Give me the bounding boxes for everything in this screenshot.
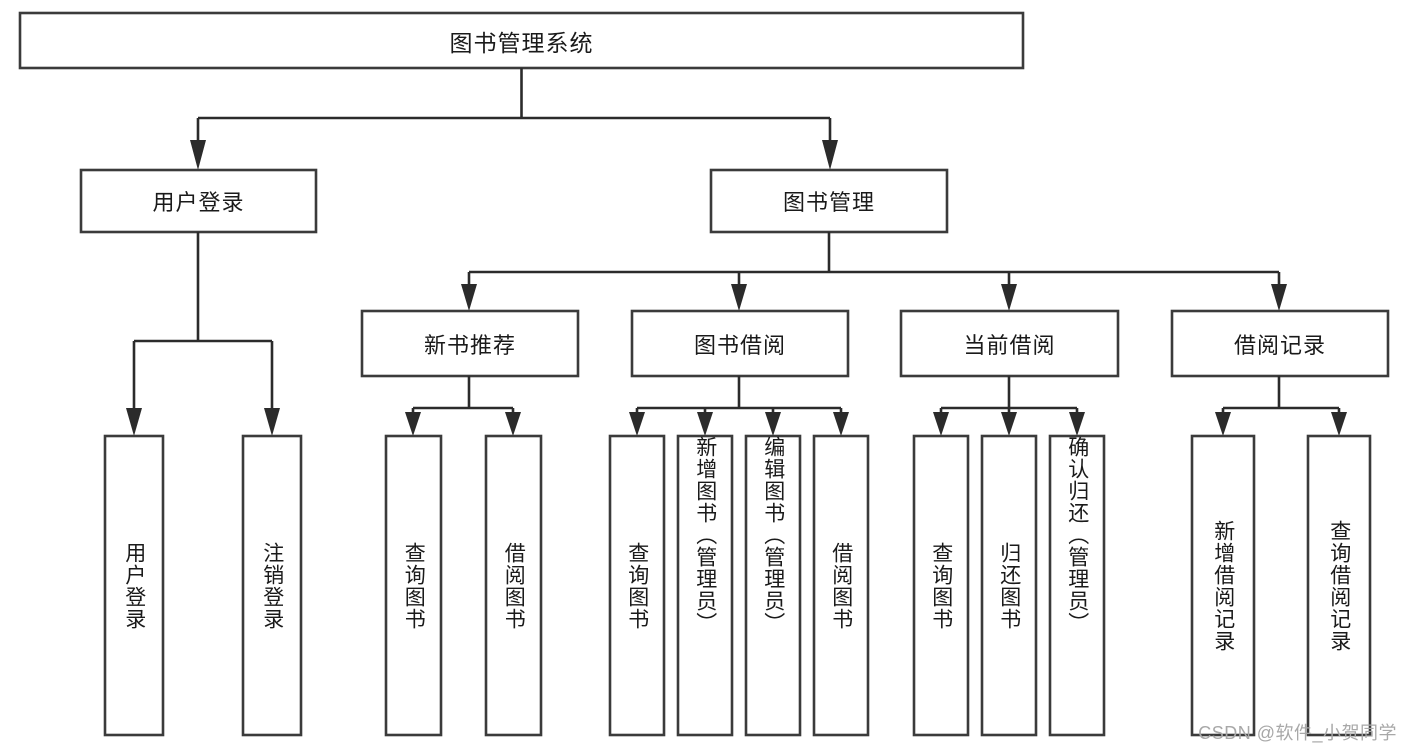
node-borrow-record-box[interactable]	[1170, 309, 1390, 378]
arrow-head-level3-4	[1271, 284, 1287, 311]
node-book-borrow-box[interactable]	[630, 309, 850, 378]
leaf-box-borrow-record-1[interactable]	[1306, 434, 1372, 737]
node-root-box[interactable]	[18, 11, 1025, 70]
leaf-box-book-borrow-3[interactable]	[812, 434, 870, 737]
arrow-head-level2-1	[190, 140, 206, 170]
leaf-box-book-borrow-0[interactable]	[608, 434, 666, 737]
leaf-box-book-borrow-2[interactable]	[744, 434, 802, 737]
leaf-box-user-login-0[interactable]	[103, 434, 165, 737]
arrow-head-user-login-leaf-1	[126, 408, 142, 436]
node-current-borrow-box[interactable]	[899, 309, 1120, 378]
leaf-box-new-book-1[interactable]	[484, 434, 543, 737]
arrow-head-book-borrow-leaf-2	[697, 412, 713, 436]
arrow-head-borrow-record-leaf-2	[1331, 412, 1347, 436]
node-book-manage-box[interactable]	[709, 168, 949, 234]
arrow-head-user-login-leaf-2	[264, 408, 280, 436]
leaf-box-current-borrow-0[interactable]	[912, 434, 970, 737]
leaf-box-borrow-record-0[interactable]	[1190, 434, 1256, 737]
arrow-head-current-borrow-leaf-2	[1001, 412, 1017, 436]
arrow-head-level3-3	[1001, 284, 1017, 311]
arrow-head-new-book-leaf-1	[405, 412, 421, 436]
arrow-head-level2-2	[822, 140, 838, 170]
arrow-head-current-borrow-leaf-3	[1069, 412, 1085, 436]
leaf-box-new-book-0[interactable]	[384, 434, 443, 737]
arrow-head-book-borrow-leaf-1	[629, 412, 645, 436]
node-new-book-recommend-box[interactable]	[360, 309, 580, 378]
arrow-head-level3-1	[461, 284, 477, 311]
node-user-login-box[interactable]	[79, 168, 318, 234]
arrow-head-level3-2	[731, 284, 747, 311]
leaf-box-current-borrow-1[interactable]	[980, 434, 1038, 737]
leaf-box-user-login-1[interactable]	[241, 434, 303, 737]
leaf-box-book-borrow-1[interactable]	[676, 434, 734, 737]
arrow-head-new-book-leaf-2	[505, 412, 521, 436]
arrow-head-book-borrow-leaf-4	[833, 412, 849, 436]
arrow-head-book-borrow-leaf-3	[765, 412, 781, 436]
arrow-head-current-borrow-leaf-1	[933, 412, 949, 436]
arrow-head-borrow-record-leaf-1	[1215, 412, 1231, 436]
leaf-box-current-borrow-2[interactable]	[1048, 434, 1106, 737]
